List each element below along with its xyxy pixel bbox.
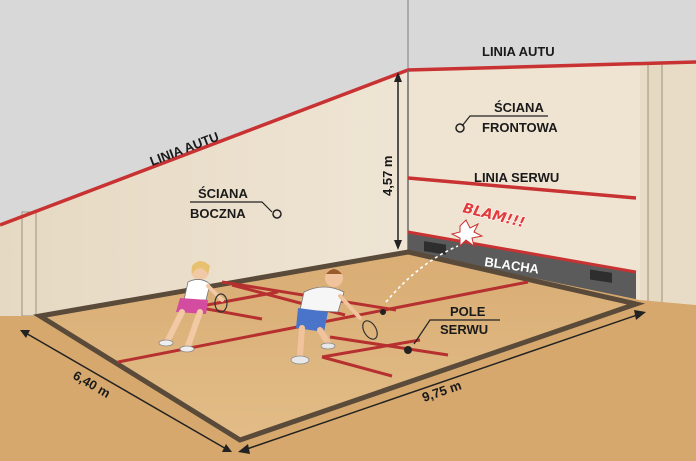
side-wall [0, 70, 408, 316]
side-wall-label-1: ŚCIANA [198, 186, 248, 201]
service-box-right-b [321, 355, 393, 378]
tin [408, 232, 636, 300]
service-box-label-1: POLE [450, 304, 486, 319]
tin-vent-right [590, 269, 612, 283]
width-dimension [20, 330, 232, 452]
service-box-marker [404, 346, 412, 354]
service-box-leader [413, 319, 500, 345]
player-female [158, 261, 228, 353]
front-wall-leader [461, 115, 548, 127]
service-box-right-a [321, 338, 421, 359]
front-wall-marker [455, 123, 465, 133]
height-dimension [394, 72, 402, 250]
service-box-left-b [195, 305, 263, 321]
out-line-side [0, 68, 409, 227]
ball-trajectory [385, 245, 459, 303]
tin-vent-left [424, 241, 446, 255]
service-line [407, 176, 637, 200]
front-wall-label-2: FRONTOWA [482, 120, 558, 135]
out-line-front [407, 60, 696, 72]
court-border [33, 249, 646, 443]
ball [380, 309, 386, 315]
impact-burst [450, 219, 484, 248]
side-wall-marker [272, 209, 282, 219]
side-wall-leader [190, 201, 273, 213]
service-box-left-a [195, 290, 279, 309]
tin-top-line [407, 230, 637, 274]
front-wall-label-1: ŚCIANA [494, 100, 544, 115]
service-line-label: LINIA SERWU [474, 170, 559, 185]
height-label: 4,57 m [380, 156, 395, 196]
side-wall-label-2: BOCZNA [190, 206, 246, 221]
service-box-label-2: SERWU [440, 322, 488, 337]
side-wall-frame [21, 211, 37, 317]
length-dimension [238, 310, 646, 454]
right-wall-frame [647, 63, 663, 305]
half-court-line-3 [329, 335, 449, 357]
player-male [290, 269, 378, 365]
upper-wall-right [408, 0, 696, 70]
out-line-front-label: LINIA AUTU [482, 44, 555, 59]
upper-wall-left [0, 0, 408, 225]
